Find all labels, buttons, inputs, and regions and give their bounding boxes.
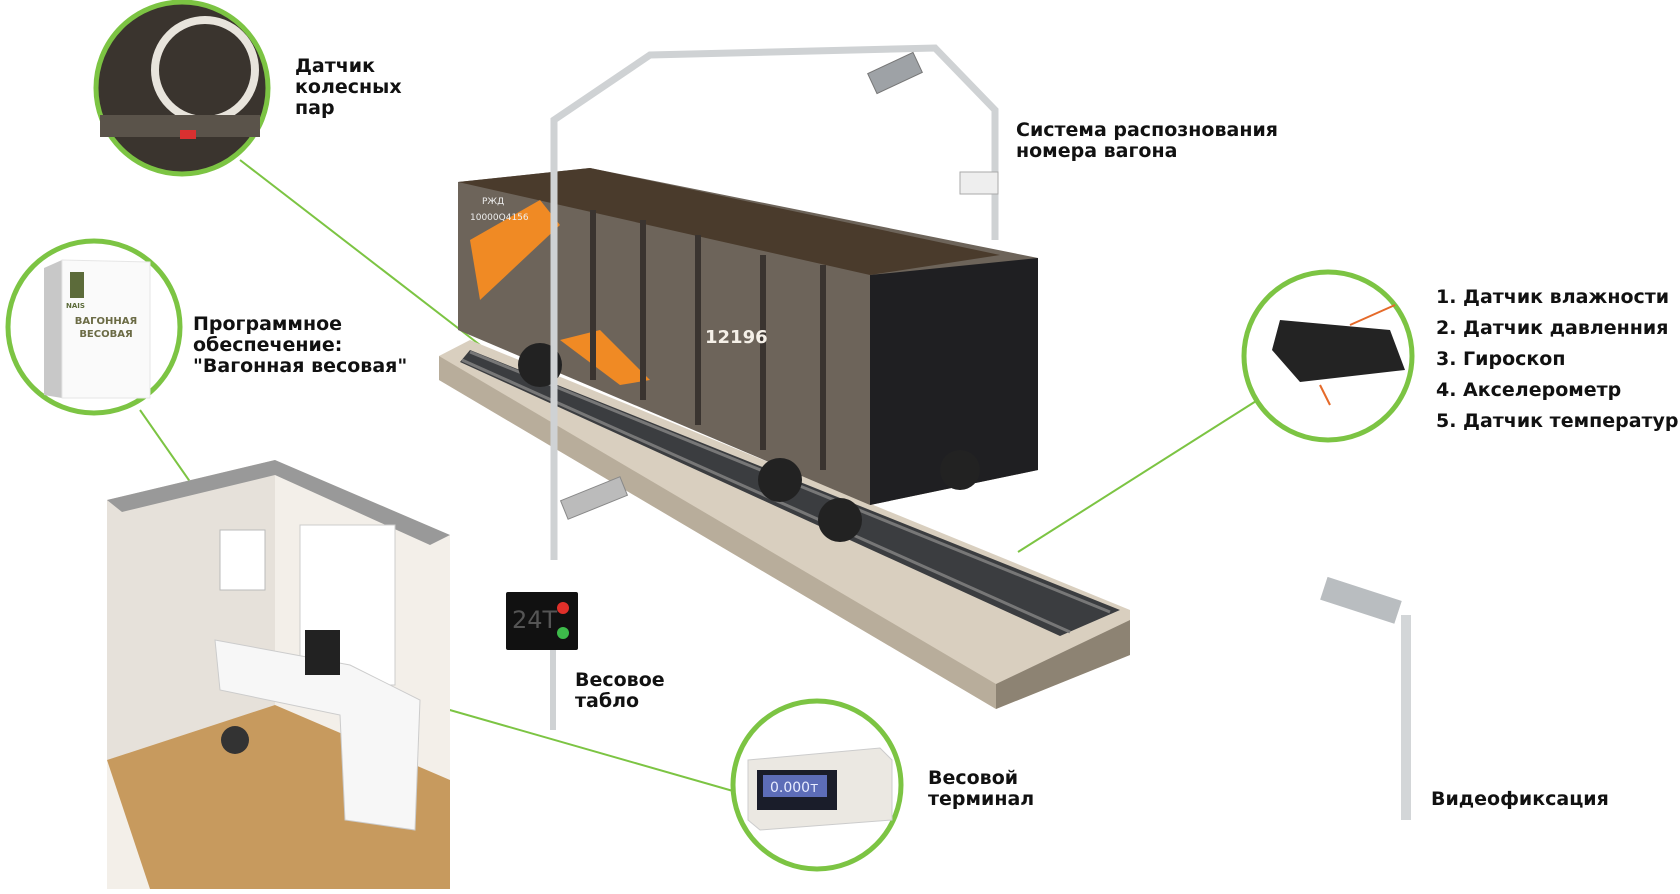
recognition-gantry bbox=[550, 44, 999, 560]
software-label: Программное обеспечение: "Вагонная весов… bbox=[193, 314, 407, 377]
recognition-label: Система распознования номера вагона bbox=[1016, 120, 1278, 162]
label-line: Программное bbox=[193, 313, 343, 335]
camera-icon bbox=[559, 476, 629, 520]
svg-text:ВАГОННАЯ: ВАГОННАЯ bbox=[75, 316, 137, 327]
sensor-module-icon bbox=[1272, 320, 1405, 382]
wagon-code: 10000Q4156 bbox=[470, 213, 529, 223]
sensor-list-item: 2. Датчик давленния bbox=[1436, 317, 1669, 339]
wagon-owner: РЖД bbox=[482, 197, 504, 207]
led-panel bbox=[959, 171, 999, 195]
green-light-icon bbox=[557, 627, 569, 639]
sensor-list-item: 1. Датчик влажности bbox=[1436, 286, 1670, 308]
svg-text:ВЕСОВАЯ: ВЕСОВАЯ bbox=[79, 329, 132, 340]
svg-text:NAIS: NAIS bbox=[66, 302, 85, 310]
terminal-display: 0.000т bbox=[770, 780, 818, 796]
scoreboard-label: Весовое табло bbox=[575, 670, 665, 712]
label-line: обеспечение: bbox=[193, 334, 343, 356]
camera-icon bbox=[867, 51, 923, 95]
label-line: табло bbox=[575, 690, 640, 712]
operator-room bbox=[107, 460, 450, 889]
scoreboard-display: 24Т bbox=[512, 606, 558, 634]
camera-icon bbox=[1320, 576, 1402, 624]
terminal-callout: 0.000т bbox=[730, 698, 904, 872]
label-line: Датчик bbox=[295, 55, 376, 77]
sensor-list-item: 3. Гироскоп bbox=[1436, 348, 1566, 370]
terminal-label: Весовой терминал bbox=[928, 768, 1034, 810]
video-label: Видеофиксация bbox=[1431, 788, 1609, 810]
sensor-list: 1. Датчик влажности 2. Датчик давленния … bbox=[1436, 282, 1680, 437]
video-camera-pole bbox=[1320, 576, 1411, 820]
red-light-icon bbox=[557, 602, 569, 614]
label-line: пар bbox=[295, 97, 335, 119]
label-line: терминал bbox=[928, 788, 1035, 810]
wagon: 12196 10000Q4156 РЖД bbox=[458, 168, 1038, 542]
sensor-module-callout bbox=[1241, 269, 1415, 443]
label-line: "Вагонная весовая" bbox=[193, 355, 408, 377]
wheel-sensor-label: Датчик колесных пар bbox=[295, 56, 402, 119]
label-line: Весовой bbox=[928, 767, 1019, 789]
label-line: колесных bbox=[295, 76, 402, 98]
wagon-number: 12196 bbox=[705, 327, 768, 348]
label-line: Система распознования bbox=[1016, 119, 1278, 141]
scoreboard: 24Т bbox=[506, 592, 578, 730]
software-box-icon bbox=[70, 272, 84, 298]
sensor-list-item: 5. Датчик температуры bbox=[1436, 410, 1680, 432]
label-line: Весовое bbox=[575, 669, 665, 691]
label-line: номера вагона bbox=[1016, 140, 1178, 162]
wheel-sensor-callout bbox=[93, 0, 271, 177]
software-callout: NAIS ВАГОННАЯ ВЕСОВАЯ bbox=[5, 238, 183, 416]
sensor-list-item: 4. Акселерометр bbox=[1436, 379, 1622, 401]
